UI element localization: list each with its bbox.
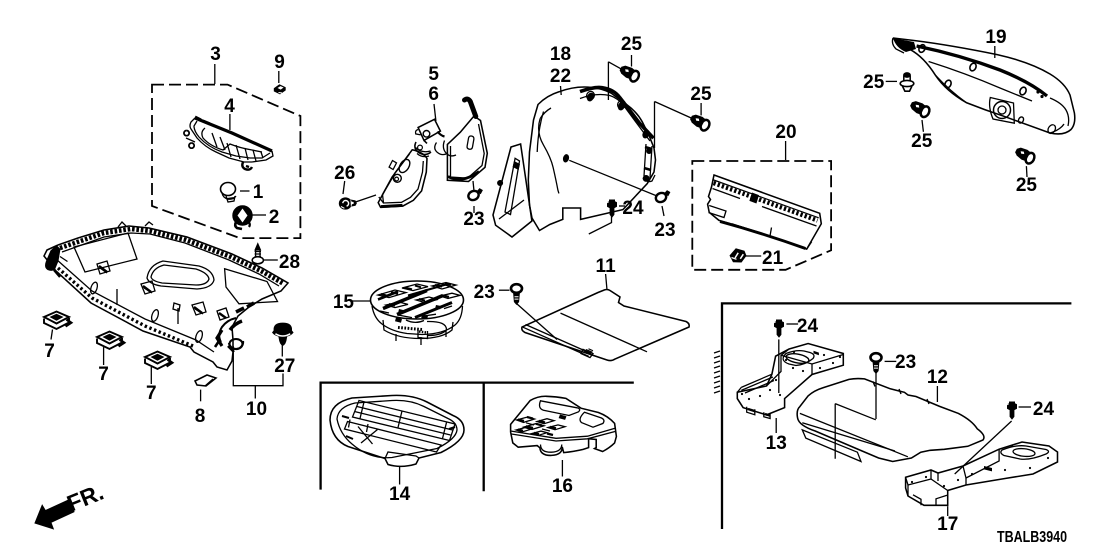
svg-text:7: 7: [146, 383, 157, 404]
svg-text:13: 13: [766, 433, 787, 454]
svg-text:15: 15: [333, 292, 355, 313]
svg-text:25: 25: [1016, 175, 1038, 196]
svg-text:24: 24: [797, 316, 819, 337]
svg-text:7: 7: [44, 341, 55, 362]
svg-text:25: 25: [621, 34, 643, 55]
svg-text:18: 18: [550, 44, 571, 65]
svg-text:11: 11: [596, 256, 617, 277]
svg-text:16: 16: [552, 476, 573, 497]
svg-text:7: 7: [98, 364, 109, 385]
svg-text:10: 10: [246, 399, 267, 420]
svg-text:2: 2: [269, 207, 280, 228]
svg-text:28: 28: [279, 252, 300, 273]
svg-text:TBALB3940: TBALB3940: [997, 529, 1067, 546]
svg-text:19: 19: [985, 27, 1006, 48]
svg-text:24: 24: [1033, 399, 1055, 420]
svg-text:17: 17: [937, 514, 958, 535]
svg-text:23: 23: [654, 220, 675, 241]
svg-text:23: 23: [895, 352, 916, 373]
svg-text:22: 22: [550, 66, 571, 87]
svg-text:1: 1: [253, 182, 264, 203]
svg-text:4: 4: [224, 96, 235, 117]
svg-text:25: 25: [690, 84, 712, 105]
svg-text:27: 27: [274, 356, 295, 377]
svg-text:21: 21: [762, 248, 784, 269]
svg-text:20: 20: [775, 122, 796, 143]
svg-text:3: 3: [210, 44, 221, 65]
svg-text:8: 8: [195, 406, 206, 427]
svg-text:14: 14: [389, 484, 411, 505]
svg-text:9: 9: [274, 52, 285, 73]
svg-text:23: 23: [474, 282, 495, 303]
svg-text:12: 12: [927, 367, 948, 388]
svg-text:23: 23: [463, 209, 484, 230]
svg-text:26: 26: [334, 163, 355, 184]
svg-text:5: 5: [428, 64, 439, 85]
svg-text:6: 6: [428, 84, 439, 105]
svg-text:25: 25: [863, 72, 885, 93]
svg-text:24: 24: [622, 198, 644, 219]
svg-text:25: 25: [911, 131, 933, 152]
